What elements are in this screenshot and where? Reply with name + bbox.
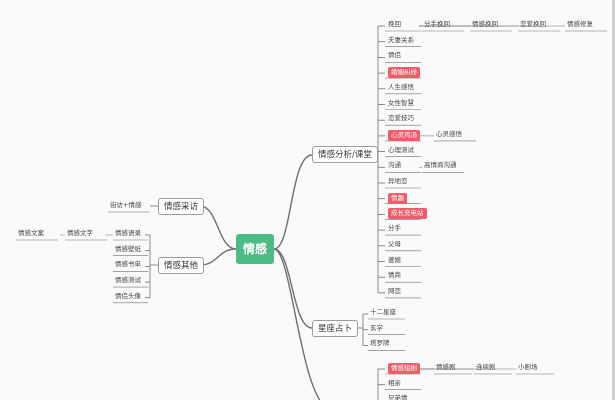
analysis-leaf[interactable]: 婆媳 [388,255,401,264]
root-node[interactable]: 情感 [236,234,274,264]
analysis-leaf[interactable]: 网恋 [388,286,401,295]
analysis-leaf[interactable]: 心灵鸡汤 [388,129,420,141]
analysis-leaf[interactable]: 沟通 [388,161,401,170]
zodiac-leaf[interactable]: 塔罗牌 [370,339,390,348]
other-leaf[interactable]: 情感语录 [115,229,141,237]
analysis-leaf[interactable]: 婚姻纠纷 [388,67,420,79]
branch-interview[interactable]: 情感采访 [158,198,205,215]
analysis-subleaf[interactable]: 情感修复 [567,20,593,28]
analysis-subleaf[interactable]: 心灵感悟 [436,129,462,138]
link-line [199,248,237,266]
analysis-leaf[interactable]: 父母 [388,239,401,248]
drama-subleaf[interactable]: 小剧场 [518,363,538,371]
analysis-leaf[interactable]: 人生感悟 [388,82,414,91]
analysis-subleaf[interactable]: 情感挽回 [472,20,498,28]
link-line [273,248,313,329]
other-subleaf[interactable]: 情感文字 [67,229,93,237]
analysis-leaf[interactable]: 心理测试 [388,145,414,154]
link-line [199,205,237,250]
drama-leaf[interactable]: 情感短剧 [388,363,420,374]
analysis-leaf[interactable]: 情侣 [388,51,401,60]
drama-leaf[interactable]: 相亲 [388,378,401,387]
link-line [273,248,321,400]
other-leaf[interactable]: 情侣头像 [115,291,141,300]
analysis-leaf[interactable]: 异地恋 [388,177,408,185]
drama-subleaf[interactable]: 情感剧 [436,363,456,371]
other-leaf[interactable]: 情感壁纸 [115,244,141,253]
branch-analysis[interactable]: 情感分析/课堂 [312,146,378,163]
analysis-leaf[interactable]: 挽回 [388,20,401,28]
drama-subleaf[interactable]: 连续剧 [476,363,496,371]
analysis-subleaf[interactable]: 恋爱挽回 [520,20,546,28]
interview-leaf[interactable]: 街访+情感 [110,201,142,209]
analysis-leaf[interactable]: 女性智慧 [388,98,414,107]
analysis-subleaf[interactable]: 高情商沟通 [424,161,457,170]
analysis-subleaf[interactable]: 分手挽回 [424,20,450,28]
scrollbar[interactable] [612,0,615,400]
analysis-leaf[interactable]: 夫妻关系 [388,35,414,44]
analysis-leaf[interactable]: 分手 [388,224,401,233]
analysis-leaf[interactable]: 情商 [388,271,401,280]
zodiac-leaf[interactable]: 玄学 [370,323,383,332]
other-leaf[interactable]: 情感测试 [115,276,141,285]
other-leaf[interactable]: 情感书单 [115,260,141,269]
analysis-leaf[interactable]: 恋爱技巧 [388,114,414,123]
link-line [273,154,313,250]
zodiac-leaf[interactable]: 十二星座 [370,308,396,316]
analysis-leaf[interactable]: 成长充电站 [388,208,427,220]
branch-other[interactable]: 情感其他 [158,257,205,274]
other-subleaf[interactable]: 情感文案 [18,229,44,237]
drama-leaf[interactable]: 兄弟情 [388,394,408,400]
analysis-leaf[interactable]: 情趣 [388,192,407,204]
branch-zodiac[interactable]: 星座占卜 [312,320,359,337]
